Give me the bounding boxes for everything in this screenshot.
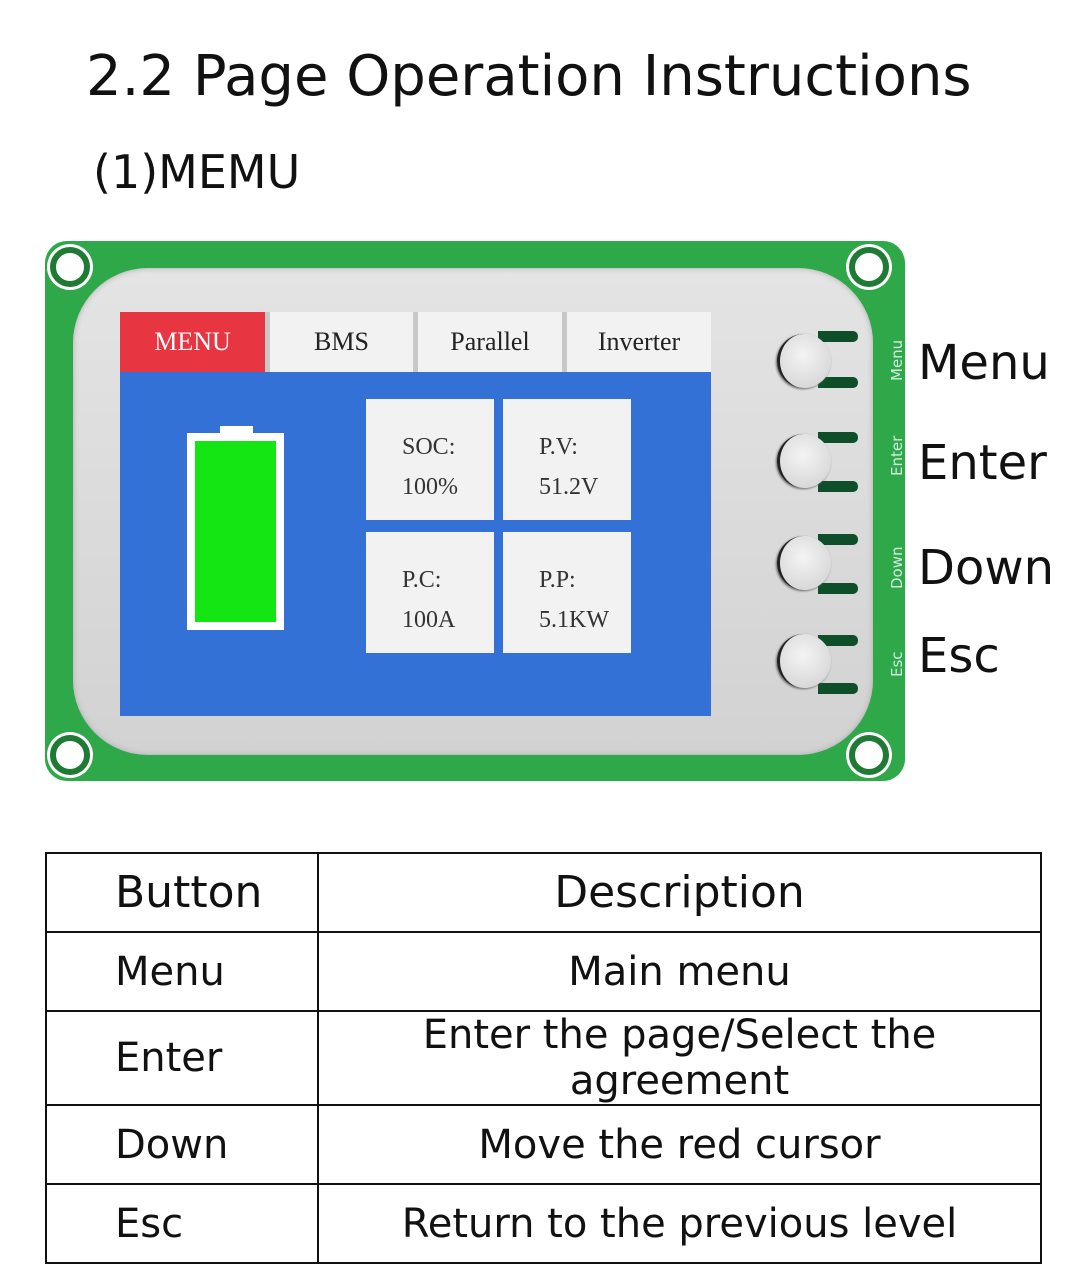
label-esc: Esc (918, 628, 1000, 684)
cell-value: 51.2V (539, 474, 599, 500)
cell-button: Esc (45, 1183, 319, 1264)
cell-description: Return to the previous level (317, 1183, 1042, 1264)
lcd-screen: MENU BMS Parallel Inverter SOC: 100% P.V:… (120, 312, 711, 716)
label-enter: Enter (918, 435, 1047, 491)
battery-icon (187, 433, 284, 630)
cell-button: Enter (45, 1010, 319, 1106)
cell-label: P.C: (402, 567, 442, 593)
cell-description: Main menu (317, 931, 1042, 1012)
subsection-title: (1)MEMU (93, 145, 301, 199)
cell-label: P.P: (539, 567, 576, 593)
mount-hole (849, 247, 889, 287)
cell-description: Move the red cursor (317, 1104, 1042, 1185)
cell-label: P.V: (539, 434, 578, 460)
silk-menu: Menu (888, 339, 906, 381)
esc-hw-button[interactable] (777, 634, 831, 688)
mount-hole (50, 247, 90, 287)
label-down: Down (918, 540, 1055, 596)
silk-down: Down (888, 546, 906, 589)
tab-bms[interactable]: BMS (270, 312, 418, 372)
cell-label: SOC: (402, 434, 456, 460)
down-hw-button[interactable] (777, 536, 831, 590)
enter-hw-button[interactable] (777, 434, 831, 488)
silk-enter: Enter (888, 435, 906, 476)
soc-cell: SOC: 100% (366, 399, 494, 520)
tab-menu[interactable]: MENU (120, 312, 270, 372)
header-button: Button (45, 852, 319, 933)
cell-value: 100% (402, 474, 458, 500)
battery-cap (220, 426, 253, 435)
cell-value: 5.1KW (539, 607, 609, 633)
battery-level (195, 441, 276, 622)
cell-button: Menu (45, 931, 319, 1012)
cell-button: Down (45, 1104, 319, 1185)
pv-cell: P.V: 51.2V (503, 399, 631, 520)
pp-cell: P.P: 5.1KW (503, 532, 631, 653)
header-description: Description (317, 852, 1042, 933)
mount-hole (849, 735, 889, 775)
pc-cell: P.C: 100A (366, 532, 494, 653)
cell-value: 100A (402, 607, 456, 633)
tab-parallel[interactable]: Parallel (418, 312, 567, 372)
menu-hw-button[interactable] (777, 334, 831, 388)
label-menu: Menu (918, 335, 1050, 391)
cell-description: Enter the page/Select the agreement (317, 1010, 1042, 1106)
section-title: 2.2 Page Operation Instructions (86, 44, 972, 109)
mount-hole (50, 735, 90, 775)
tab-inverter[interactable]: Inverter (567, 312, 711, 372)
silk-esc: Esc (888, 651, 906, 677)
